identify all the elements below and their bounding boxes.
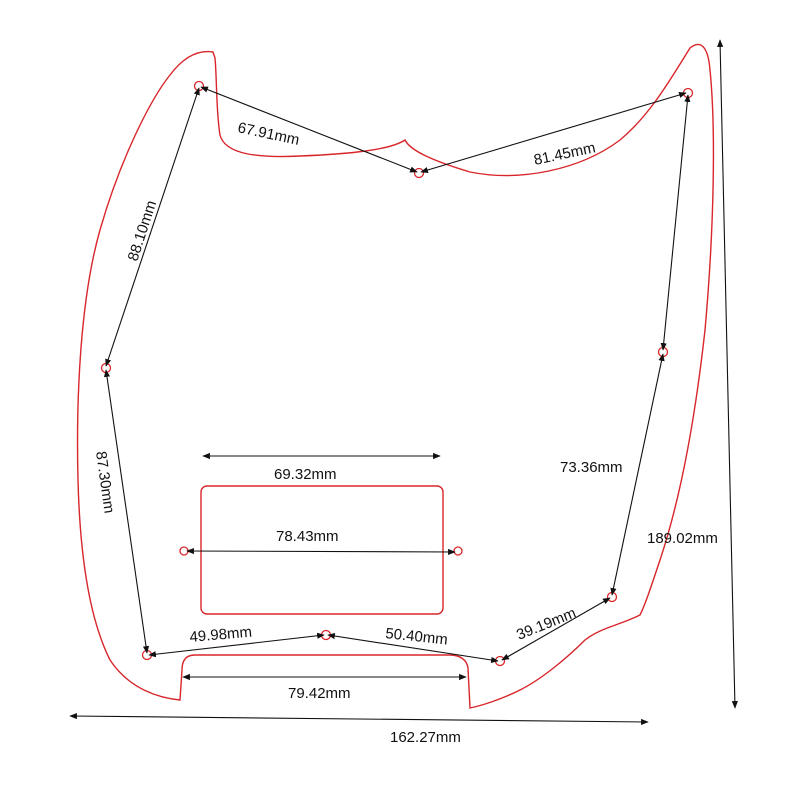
label-left-lower: 87.30mm [92,450,118,514]
arrow-pickup-holes [186,547,456,556]
arrow-right-top [660,94,691,351]
label-pickup-width: 69.32mm [274,466,337,483]
label-pickup-holes: 78.43mm [276,528,339,545]
screw-hole [413,167,425,179]
arrow-bottom-mid [327,633,499,663]
pickup-hole [453,546,463,556]
arrow-bottom-left [148,632,325,658]
screw-holes [100,80,694,667]
arrow-left-upper [105,87,200,367]
pickup-cavity [200,485,444,615]
label-right-upper: 73.36mm [560,459,623,476]
label-top-left: 67.91mm [236,119,301,149]
arrow-overall-height [717,39,738,709]
label-overall-height: 189.02mm [647,530,718,547]
pickguard-outline [76,43,715,709]
label-bottom-notch: 79.42mm [288,685,351,702]
dimension-arrows [69,39,738,726]
label-left-upper: 88.10mm [125,199,160,264]
label-bottom-left: 49.98mm [189,624,253,646]
arrow-left-lower [103,369,150,654]
label-top-right: 81.45mm [532,139,597,169]
label-bottom-mid: 50.40mm [385,625,449,648]
pickup-hole [179,546,189,556]
arrow-top-right [420,92,687,173]
arrow-right-upper [610,353,665,596]
dimension-labels: 67.91mm 81.45mm 88.10mm 87.30mm 73.36mm … [92,119,718,746]
arrow-top-left [200,86,418,173]
arrow-right-lower [501,597,611,661]
label-overall-width: 162.27mm [390,729,461,746]
label-right-lower: 39.19mm [514,605,578,644]
arrow-overall-width [69,712,649,726]
